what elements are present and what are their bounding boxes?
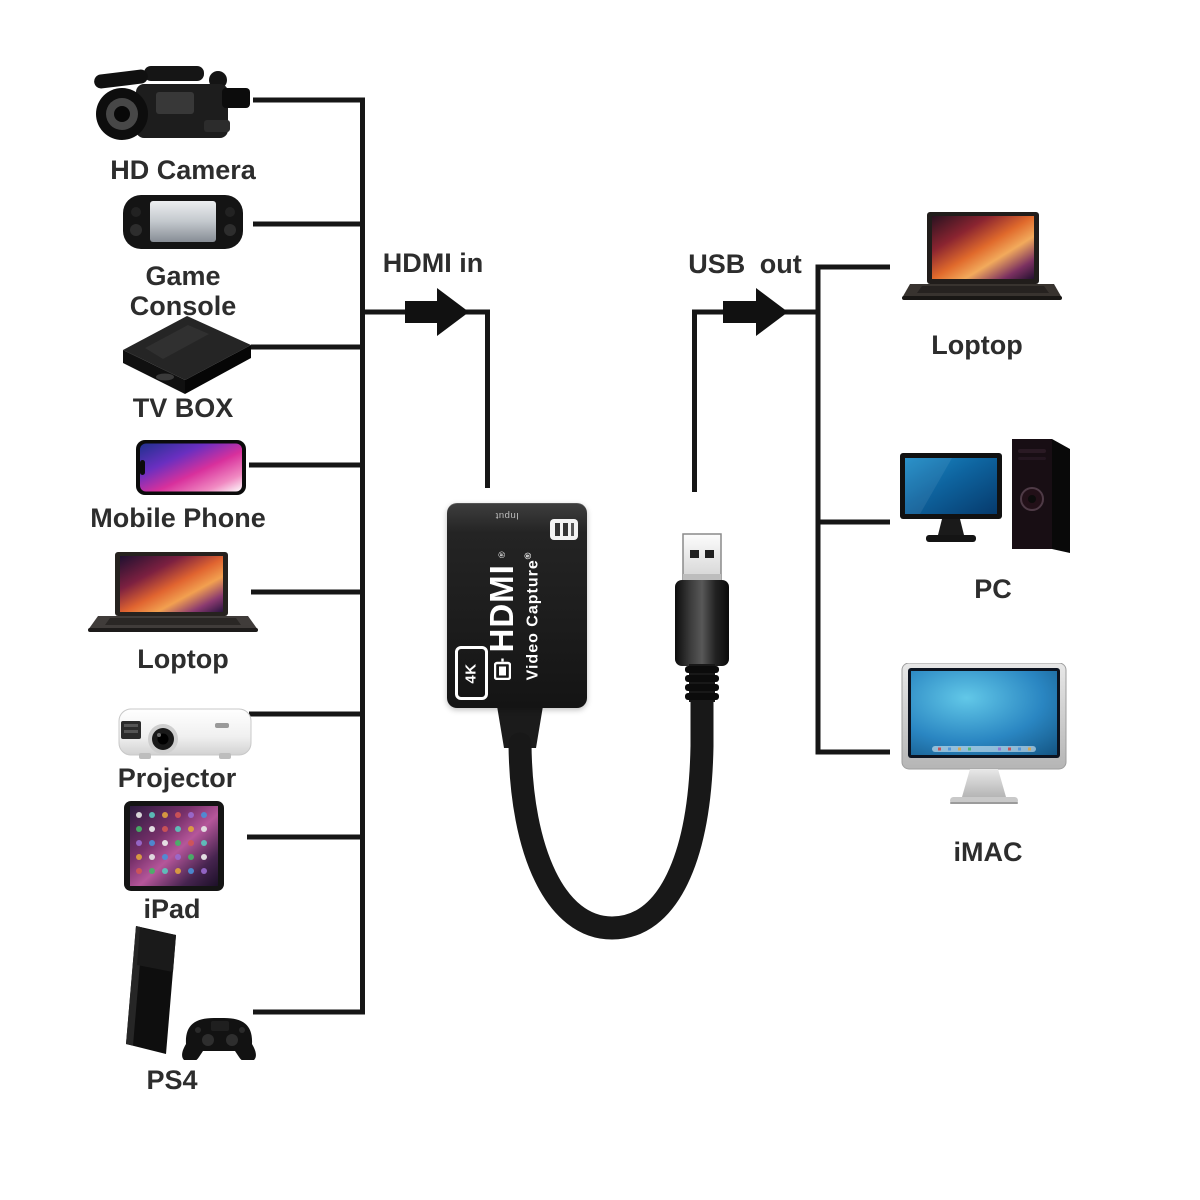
imac-icon — [900, 662, 1068, 818]
projector-icon — [115, 697, 255, 770]
usb-out-arrow-icon — [723, 288, 788, 336]
mobile-phone-icon — [136, 440, 246, 500]
hd-camera-icon — [92, 62, 254, 161]
source-label-projector: Projector — [117, 763, 237, 793]
tv-box-icon — [115, 310, 255, 403]
device-product-line: Video Capture® — [523, 552, 542, 681]
source-label-hd-camera: HD Camera — [110, 155, 256, 185]
ps4-icon — [112, 926, 262, 1065]
laptop-icon — [88, 552, 258, 642]
4k-badge-text: 4K — [463, 662, 480, 684]
laptop-icon — [902, 212, 1062, 315]
hdmi-in-label: HDMI in — [382, 248, 484, 278]
hdmi-in-arrow-icon — [405, 288, 469, 336]
video-capture-device: Input HDMI® Video Capture® 4K — [447, 503, 587, 708]
hdmi-connector-glyph-icon — [493, 658, 511, 681]
device-brand-text: HDMI — [483, 564, 521, 653]
4k-badge: 4K — [455, 646, 488, 700]
device-brand-line: HDMI ® — [483, 552, 521, 681]
ipad-icon — [124, 801, 224, 896]
source-label-game-console: Game Console — [129, 261, 237, 321]
usb-out-label: USB out — [688, 249, 802, 279]
device-brand-block: HDMI® Video Capture® — [467, 523, 559, 709]
output-label-pc: PC — [974, 574, 1012, 604]
game-console-icon — [122, 192, 244, 257]
device-input-port-label: Input — [495, 510, 519, 521]
hdmi-port-icon — [550, 519, 578, 540]
source-label-ipad: iPad — [143, 894, 201, 924]
source-label-ps4: PS4 — [146, 1065, 198, 1095]
source-label-laptop: Loptop — [137, 644, 229, 674]
desktop-pc-icon — [900, 437, 1078, 563]
usb-plug-icon — [666, 528, 738, 709]
source-label-tv-box: TV BOX — [132, 393, 234, 423]
output-label-laptop: Loptop — [931, 330, 1023, 360]
device-product-text: Video Capture — [524, 559, 542, 681]
product-reg-mark: ® — [523, 551, 534, 560]
output-label-imac: iMAC — [953, 837, 1023, 867]
brand-reg-mark: ® — [497, 551, 508, 559]
source-label-mobile-phone: Mobile Phone — [90, 503, 266, 533]
